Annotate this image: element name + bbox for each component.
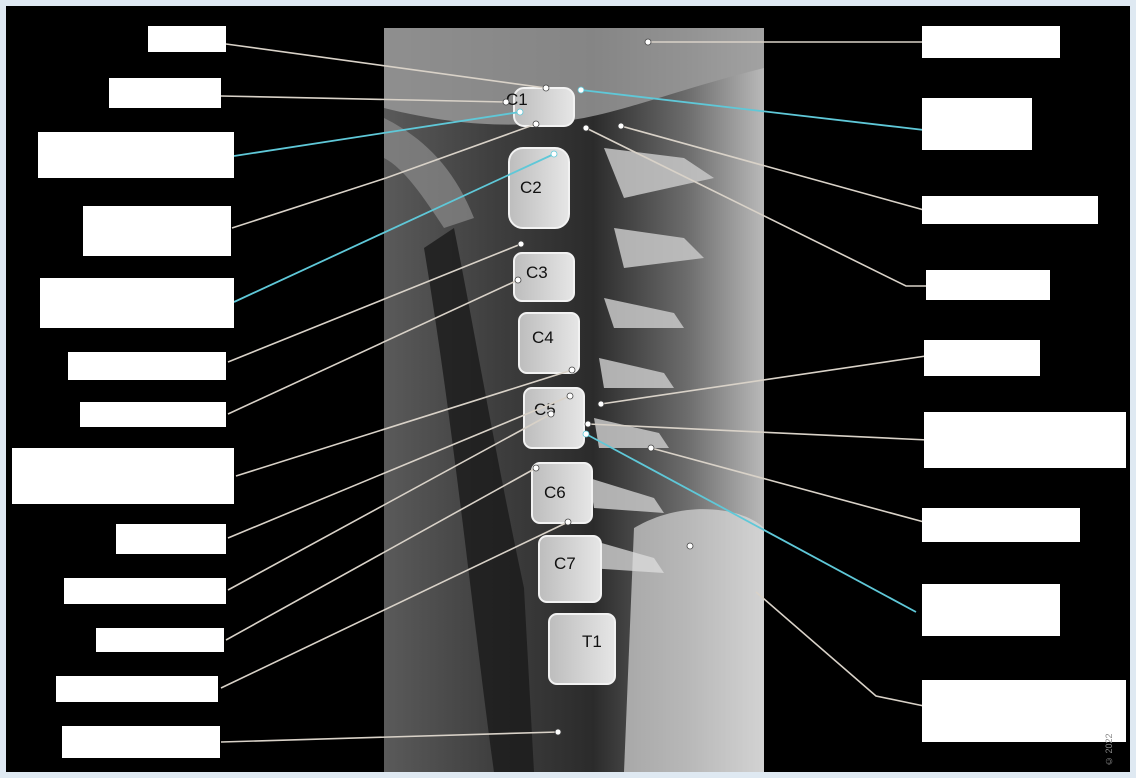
pin-marker xyxy=(583,125,589,131)
pin-marker xyxy=(645,39,651,45)
answer-box-right-6[interactable] xyxy=(924,412,1126,468)
answer-box-left-10[interactable] xyxy=(64,578,226,604)
answer-box-left-4[interactable] xyxy=(83,206,231,256)
answer-box-left-9[interactable] xyxy=(116,524,226,554)
leader-line xyxy=(228,396,570,538)
copyright-notice: © 2022 xyxy=(1104,646,1118,766)
pin-marker xyxy=(598,401,604,407)
answer-box-left-3[interactable] xyxy=(38,132,234,178)
answer-box-left-12[interactable] xyxy=(56,676,218,702)
diagram-canvas: C1 C2 C3 C4 C5 C6 C7 T1 xyxy=(6,6,1130,772)
leader-line xyxy=(226,44,546,88)
answer-box-left-11[interactable] xyxy=(96,628,224,652)
answer-box-right-9[interactable] xyxy=(922,680,1126,742)
highlight-leader-line xyxy=(234,154,554,302)
leader-line xyxy=(228,280,518,414)
pin-marker xyxy=(551,151,557,157)
answer-box-right-2[interactable] xyxy=(922,98,1032,150)
highlight-leader-line xyxy=(581,90,924,130)
answer-box-right-5[interactable] xyxy=(924,340,1040,376)
answer-box-right-1[interactable] xyxy=(922,26,1060,58)
leader-line xyxy=(601,356,926,404)
pin-marker xyxy=(503,99,509,105)
answer-box-left-7[interactable] xyxy=(80,402,226,427)
pin-marker xyxy=(687,543,693,549)
highlight-leader-line xyxy=(234,112,520,156)
pin-marker xyxy=(567,393,573,399)
answer-box-left-1[interactable] xyxy=(148,26,226,52)
pin-marker xyxy=(578,87,584,93)
answer-box-left-13[interactable] xyxy=(62,726,220,758)
pin-marker xyxy=(585,421,591,427)
answer-box-right-7[interactable] xyxy=(922,508,1080,542)
pin-marker xyxy=(565,519,571,525)
leader-line xyxy=(221,96,506,102)
leader-line xyxy=(756,592,924,706)
answer-box-right-3[interactable] xyxy=(922,196,1098,224)
pin-marker xyxy=(518,241,524,247)
leader-line xyxy=(232,124,536,228)
answer-box-left-2[interactable] xyxy=(109,78,221,108)
pin-marker xyxy=(569,367,575,373)
pin-marker xyxy=(583,431,589,437)
pin-marker xyxy=(548,411,554,417)
pin-marker xyxy=(648,445,654,451)
leader-line xyxy=(226,468,536,640)
answer-box-left-5[interactable] xyxy=(40,278,234,328)
leader-line xyxy=(228,414,551,590)
pin-marker xyxy=(517,109,523,115)
pin-marker xyxy=(618,123,624,129)
answer-box-right-4[interactable] xyxy=(926,270,1050,300)
answer-box-left-8[interactable] xyxy=(12,448,234,504)
pin-marker xyxy=(533,121,539,127)
leader-line xyxy=(586,128,928,286)
answer-box-left-6[interactable] xyxy=(68,352,226,380)
leader-line xyxy=(588,424,928,440)
highlight-leader-line xyxy=(586,434,916,612)
pin-marker xyxy=(543,85,549,91)
leader-line xyxy=(221,732,558,742)
pin-marker xyxy=(533,465,539,471)
leader-line xyxy=(651,448,924,522)
leader-line xyxy=(228,244,521,362)
pin-marker xyxy=(555,729,561,735)
answer-box-right-8[interactable] xyxy=(922,584,1060,636)
leader-line xyxy=(236,370,572,476)
pin-marker xyxy=(515,277,521,283)
